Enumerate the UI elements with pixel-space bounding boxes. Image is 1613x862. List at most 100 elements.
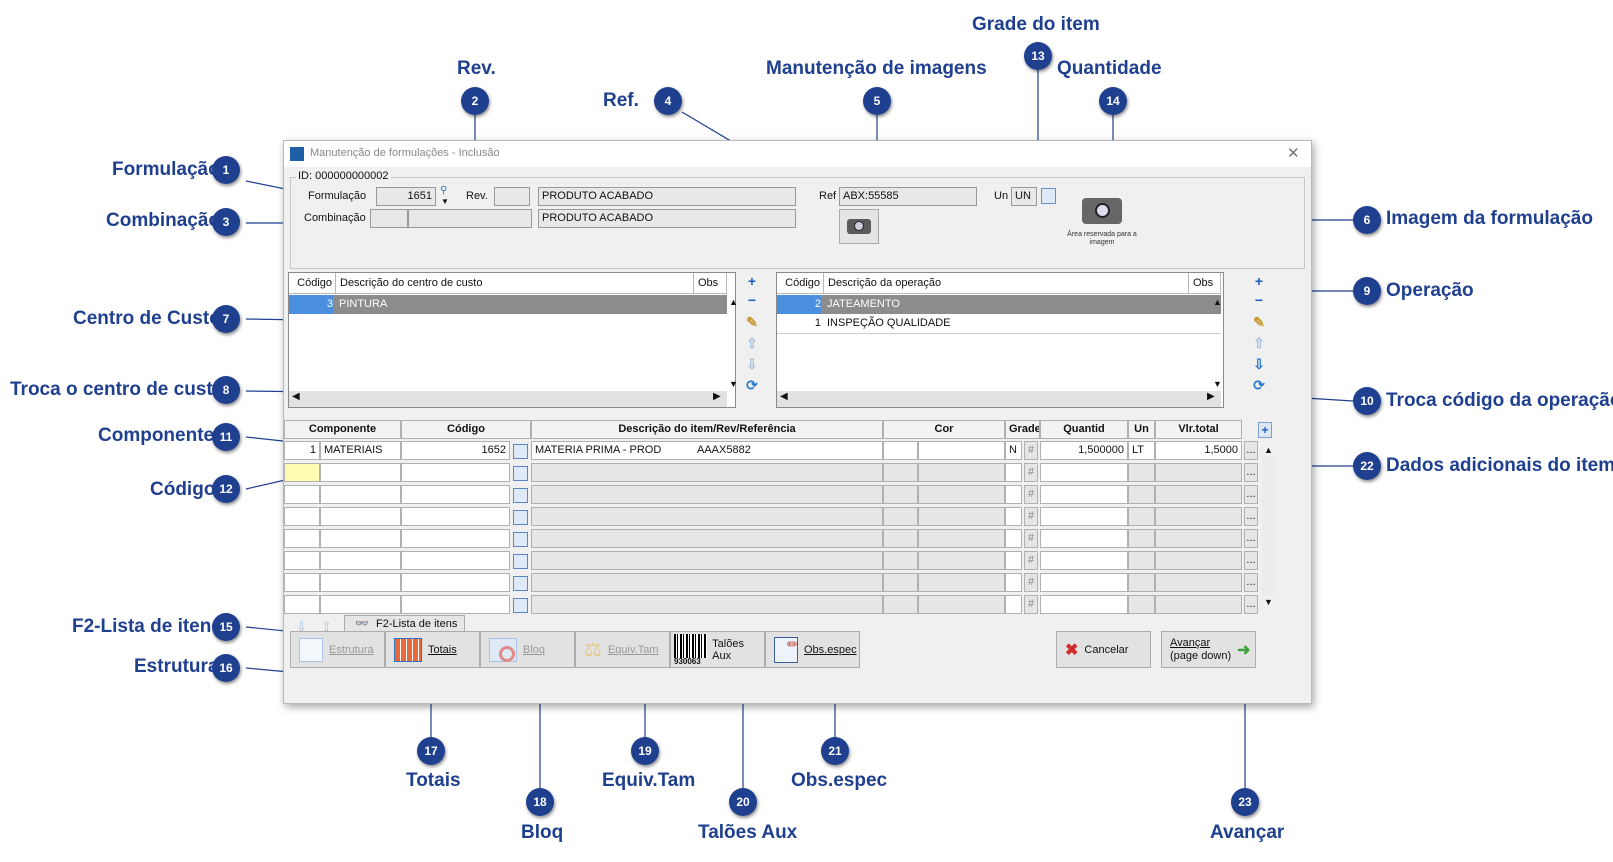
item-empty-cell[interactable]: [401, 507, 510, 526]
search-icon[interactable]: ⚲: [440, 185, 448, 196]
item-empty-cell[interactable]: [1128, 551, 1155, 570]
item-empty-cell[interactable]: [918, 573, 1005, 592]
item-empty-cell[interactable]: [320, 573, 401, 592]
item-empty-cell[interactable]: [1128, 573, 1155, 592]
itens-grid[interactable]: Componente Código Descrição do item/Rev/…: [284, 420, 1284, 616]
arrow-down-icon[interactable]: ⇩: [296, 619, 307, 634]
item-empty-cell[interactable]: [1005, 463, 1022, 482]
row1-vlr-total[interactable]: 1,5000: [1155, 441, 1242, 460]
op-col-descricao[interactable]: Descrição da operação: [824, 273, 1189, 294]
scroll-up-icon[interactable]: ▲: [1213, 297, 1222, 307]
item-search-icon[interactable]: [513, 554, 528, 569]
cc-remove-button[interactable]: −: [747, 292, 757, 308]
item-empty-cell[interactable]: [918, 485, 1005, 504]
item-grade-button[interactable]: #: [1024, 529, 1038, 548]
item-search-icon[interactable]: [513, 466, 528, 481]
rev-field[interactable]: [494, 187, 530, 206]
op-remove-button[interactable]: −: [1254, 292, 1264, 308]
item-empty-cell[interactable]: [401, 551, 510, 570]
ref-field[interactable]: ABX:55585: [839, 187, 977, 206]
item-empty-cell[interactable]: [401, 529, 510, 548]
item-empty-cell[interactable]: [401, 485, 510, 504]
row1-componente[interactable]: MATERIAIS: [320, 441, 401, 460]
itens-vertical-scrollbar[interactable]: [1262, 457, 1276, 595]
item-empty-cell[interactable]: [284, 551, 320, 570]
item-search-icon[interactable]: [513, 532, 528, 547]
item-empty-cell[interactable]: [531, 551, 883, 570]
f2-lista-itens-button[interactable]: 👓 F2-Lista de itens: [344, 615, 465, 634]
item-grade-button[interactable]: #: [1024, 507, 1038, 526]
item-empty-cell[interactable]: [1005, 507, 1022, 526]
row1-quantidade[interactable]: 1,500000: [1040, 441, 1128, 460]
avancar-button[interactable]: Avançar (page down) ➜: [1161, 631, 1256, 668]
item-search-icon[interactable]: [513, 510, 528, 525]
item-empty-cell[interactable]: [1005, 529, 1022, 548]
item-empty-cell[interactable]: [1128, 463, 1155, 482]
bloq-button[interactable]: Bloq: [480, 631, 575, 668]
item-empty-cell[interactable]: [918, 595, 1005, 614]
col-grade[interactable]: Grade: [1005, 420, 1040, 439]
centro-custo-grid[interactable]: Código Descrição do centro de custo Obs …: [288, 272, 738, 408]
combinacao-field[interactable]: [370, 209, 408, 228]
item-empty-cell[interactable]: [1155, 595, 1242, 614]
formulacao-field[interactable]: 1651: [376, 187, 436, 206]
item-empty-cell[interactable]: [320, 595, 401, 614]
item-grade-button[interactable]: #: [1024, 551, 1038, 570]
item-empty-cell[interactable]: [531, 595, 883, 614]
item-empty-cell[interactable]: [918, 507, 1005, 526]
item-grade-button[interactable]: #: [1024, 595, 1038, 614]
item-empty-cell[interactable]: [1040, 573, 1128, 592]
item-empty-cell[interactable]: [1155, 573, 1242, 592]
image-maintenance-button[interactable]: [839, 209, 879, 244]
col-codigo[interactable]: Código: [401, 420, 531, 439]
row1-cor-desc[interactable]: [918, 441, 1005, 460]
item-empty-cell[interactable]: [883, 529, 918, 548]
item-empty-cell[interactable]: [401, 595, 510, 614]
item-empty-cell[interactable]: [1040, 485, 1128, 504]
cc-col-descricao[interactable]: Descrição do centro de custo: [336, 273, 694, 294]
item-empty-cell[interactable]: [401, 463, 510, 482]
item-empty-cell[interactable]: [284, 485, 320, 504]
row1-grade[interactable]: N: [1005, 441, 1022, 460]
op-col-obs[interactable]: Obs: [1189, 273, 1221, 294]
item-empty-cell[interactable]: [1155, 507, 1242, 526]
item-empty-cell[interactable]: [531, 573, 883, 592]
scroll-down-icon[interactable]: ▼: [1213, 379, 1222, 389]
cc-move-down-icon[interactable]: ⇩: [746, 356, 758, 372]
item-empty-cell[interactable]: [320, 507, 401, 526]
col-un[interactable]: Un: [1128, 420, 1155, 439]
row1-cor[interactable]: [883, 441, 918, 460]
item-extra-button[interactable]: ...: [1244, 463, 1258, 482]
table-row[interactable]: 3 PINTURA: [289, 295, 727, 314]
item-empty-cell[interactable]: [1155, 485, 1242, 504]
row1-codigo[interactable]: 1652: [401, 441, 510, 460]
close-icon[interactable]: ✕: [1287, 145, 1300, 162]
item-empty-cell[interactable]: [1005, 573, 1022, 592]
item-empty-cell[interactable]: [1155, 529, 1242, 548]
item-empty-cell[interactable]: [883, 507, 918, 526]
cancelar-button[interactable]: ✖ Cancelar: [1056, 631, 1151, 668]
item-empty-cell[interactable]: [883, 485, 918, 504]
item-empty-cell[interactable]: [320, 463, 401, 482]
taloes-aux-button[interactable]: 930063 Talões Aux: [670, 631, 765, 668]
item-grade-button[interactable]: #: [1024, 573, 1038, 592]
scroll-down-icon[interactable]: ▼: [729, 379, 738, 389]
un-field[interactable]: UN: [1011, 187, 1037, 206]
item-empty-cell[interactable]: [284, 595, 320, 614]
item-search-icon[interactable]: [513, 598, 528, 613]
row1-num[interactable]: 1: [284, 441, 320, 460]
arrow-up-icon[interactable]: ⇧: [321, 619, 332, 634]
cc-add-button[interactable]: +: [747, 273, 757, 289]
item-empty-cell[interactable]: [320, 551, 401, 570]
item-empty-cell[interactable]: [1128, 595, 1155, 614]
item-empty-cell[interactable]: [1040, 507, 1128, 526]
item-empty-cell[interactable]: [1128, 507, 1155, 526]
item-empty-cell[interactable]: [883, 595, 918, 614]
item-empty-cell[interactable]: [531, 507, 883, 526]
op-edit-button[interactable]: ✎: [1253, 314, 1265, 330]
estrutura-button[interactable]: Estrutura: [290, 631, 385, 668]
item-empty-cell[interactable]: [918, 551, 1005, 570]
item-search-icon[interactable]: [513, 444, 528, 459]
item-empty-cell[interactable]: [401, 573, 510, 592]
col-componente[interactable]: Componente: [284, 420, 401, 439]
